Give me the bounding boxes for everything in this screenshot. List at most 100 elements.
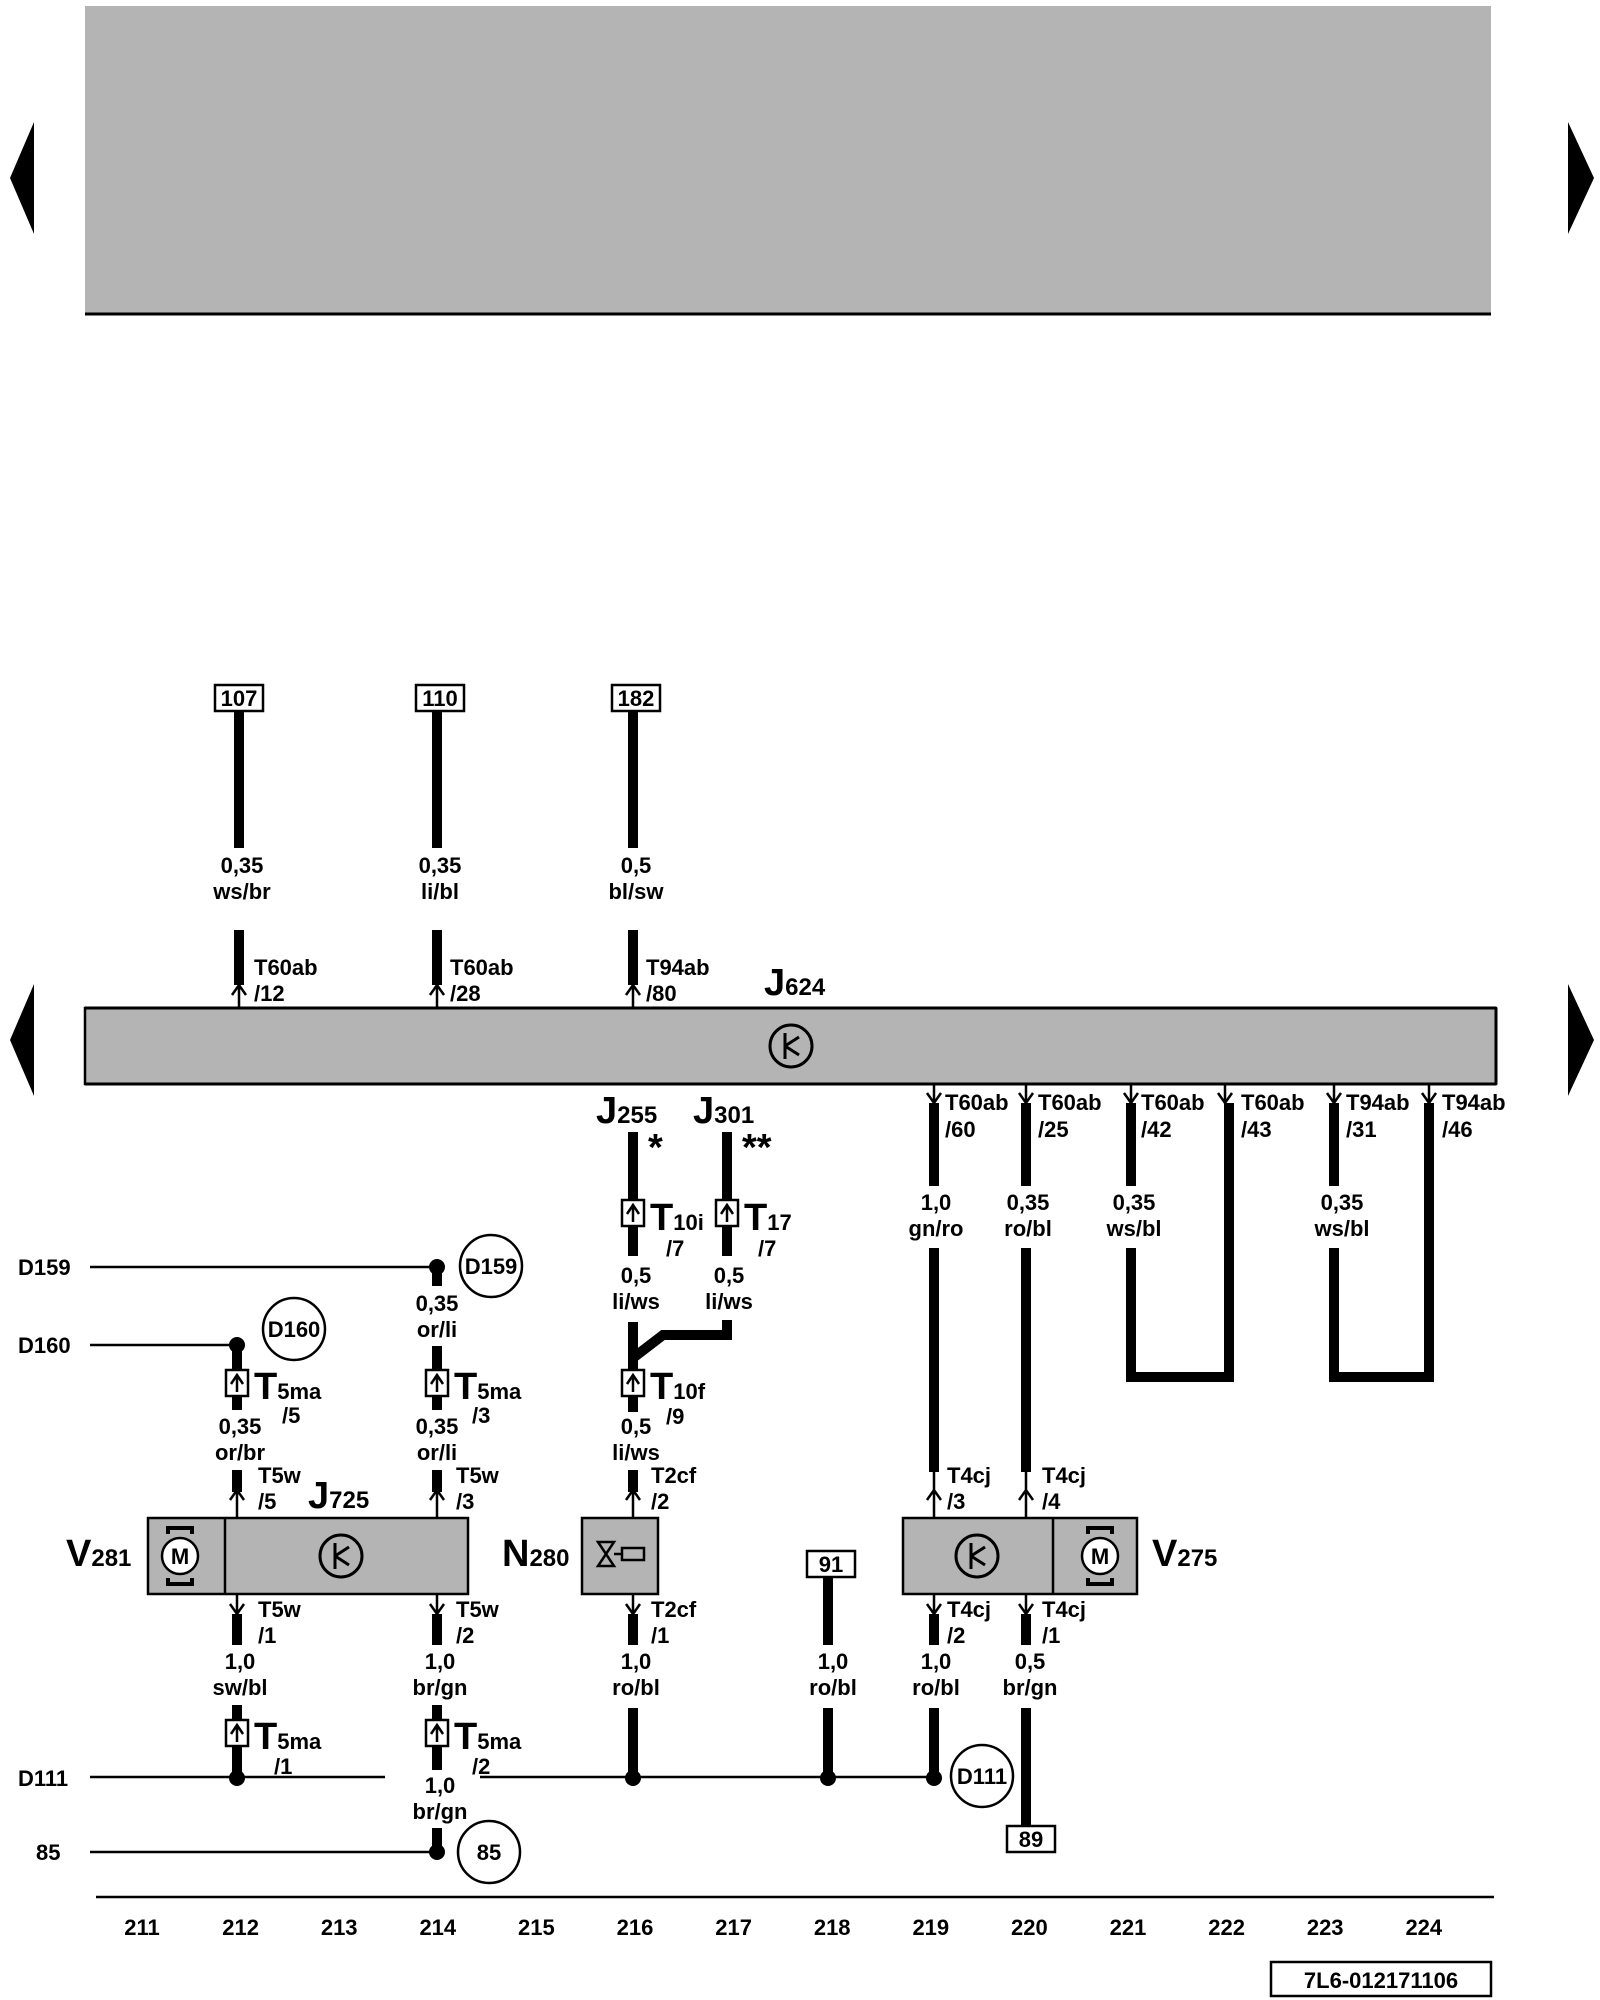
connector-arrow-icon (1017, 1084, 1035, 1106)
connector-label: /3 (472, 1403, 490, 1428)
connector-arrow-icon (624, 1487, 642, 1518)
wire-label: 0,35 (219, 1414, 262, 1439)
motor-icon: M (1080, 1526, 1120, 1586)
connector-label: T2cf (651, 1597, 697, 1622)
connector-label: T5w (258, 1597, 302, 1622)
point-circle-85[interactable] (456, 1819, 522, 1885)
track-number: 215 (518, 1915, 555, 1940)
wire-label: br/gn (413, 1799, 468, 1824)
connector-label: T60ab (1038, 1090, 1102, 1115)
connector-label: T4cj (947, 1597, 991, 1622)
electronic-symbol-icon (954, 1533, 1000, 1579)
wire-label: 0,5 (621, 853, 652, 878)
connector-label: T17 (744, 1197, 792, 1239)
solenoid-valve-icon (595, 1540, 646, 1568)
track-number: 216 (617, 1915, 654, 1940)
connector-label: T5w (456, 1463, 500, 1488)
track-number: 222 (1208, 1915, 1245, 1940)
ref-box-89[interactable]: 89 (1005, 1824, 1057, 1854)
connector-label: T5ma (254, 1716, 322, 1758)
ref-box-182[interactable]: 182 (610, 683, 662, 713)
connector-arrow-icon (925, 1084, 943, 1106)
arrow-left-icon[interactable] (10, 122, 34, 234)
connector-plug-icon (224, 1718, 250, 1748)
track-number: 217 (715, 1915, 752, 1940)
wire-label: 0,5 (621, 1263, 652, 1288)
connector-arrow-icon (230, 982, 248, 1008)
connector-arrow-icon (1122, 1084, 1140, 1106)
connector-label: /3 (947, 1489, 965, 1514)
arrow-left-icon[interactable] (10, 984, 34, 1096)
svg-text:M: M (171, 1544, 189, 1569)
electronic-symbol-icon (318, 1533, 364, 1579)
arrow-right-icon[interactable] (1568, 122, 1594, 234)
ref-box-107[interactable]: 107 (213, 683, 265, 713)
wire-label: 0,5 (621, 1414, 652, 1439)
point-label-85: 85 (36, 1840, 60, 1865)
wire-label: li/ws (705, 1289, 753, 1314)
wire-label: ro/bl (1004, 1216, 1052, 1241)
point-circle-d159[interactable] (458, 1233, 524, 1299)
svg-text:85: 85 (477, 1840, 501, 1865)
v275-label: V275 (1152, 1533, 1217, 1575)
j301-mark: ** (742, 1127, 772, 1169)
arrow-right-icon[interactable] (1568, 984, 1594, 1096)
point-label-d159: D159 (18, 1255, 71, 1280)
connector-arrow-icon (925, 1472, 943, 1518)
svg-text:110: 110 (422, 686, 458, 711)
connector-label: /1 (651, 1623, 669, 1648)
track-number: 218 (814, 1915, 851, 1940)
connector-label: /2 (472, 1754, 490, 1779)
connector-label: /2 (947, 1623, 965, 1648)
connector-label: /1 (1042, 1623, 1060, 1648)
connector-label: /4 (1042, 1489, 1061, 1514)
svg-text:D160: D160 (268, 1317, 321, 1342)
wire-label: 0,35 (1321, 1190, 1364, 1215)
connector-label: T60ab (1141, 1090, 1205, 1115)
connector-arrow-icon (228, 1594, 246, 1617)
header-panel (85, 6, 1491, 313)
connector-label: T4cj (1042, 1597, 1086, 1622)
point-circle-d111[interactable] (949, 1743, 1015, 1809)
point-circle-d160[interactable] (261, 1296, 327, 1362)
svg-text:89: 89 (1019, 1827, 1043, 1852)
connector-arrow-icon (1017, 1594, 1035, 1617)
wire-label: ro/bl (912, 1675, 960, 1700)
connector-label: T60ab (450, 955, 514, 980)
connector-arrow-icon (624, 1594, 642, 1617)
track-number: 219 (912, 1915, 949, 1940)
connector-label: /12 (254, 981, 285, 1006)
connector-plug-icon (424, 1368, 450, 1398)
wire-label: li/ws (612, 1289, 660, 1314)
connector-label: /28 (450, 981, 481, 1006)
connector-label: /80 (646, 981, 677, 1006)
connector-arrow-icon (624, 982, 642, 1008)
connector-arrow-icon (1325, 1084, 1343, 1106)
wire-label: 0,35 (416, 1414, 459, 1439)
wire-label: 1,0 (621, 1649, 652, 1674)
connector-label: T60ab (945, 1090, 1009, 1115)
j725-control-unit (146, 1516, 470, 1596)
connector-label: /31 (1346, 1117, 1377, 1142)
connector-label: T4cj (1042, 1463, 1086, 1488)
connector-label: T94ab (1442, 1090, 1506, 1115)
wire-label: br/gn (1003, 1675, 1058, 1700)
svg-text:7L6-012171106: 7L6-012171106 (1304, 1968, 1458, 1993)
ref-box-91[interactable]: 91 (805, 1549, 857, 1579)
wire-label: ws/bl (1105, 1216, 1161, 1241)
connector-arrow-icon (1420, 1084, 1438, 1106)
track-number: 212 (222, 1915, 259, 1940)
connector-plug-icon (620, 1198, 646, 1228)
connector-label: /3 (456, 1489, 474, 1514)
connector-label: /46 (1442, 1117, 1473, 1142)
ref-box-110[interactable]: 110 (414, 683, 466, 713)
connector-label: T4cj (947, 1463, 991, 1488)
wire-label: 0,5 (714, 1263, 745, 1288)
connector-label: /7 (758, 1236, 776, 1261)
connector-plug-icon (224, 1368, 250, 1398)
v281-label: V281 (66, 1533, 131, 1575)
electronic-symbol-icon (768, 1023, 814, 1069)
point-label-d111: D111 (18, 1766, 68, 1791)
